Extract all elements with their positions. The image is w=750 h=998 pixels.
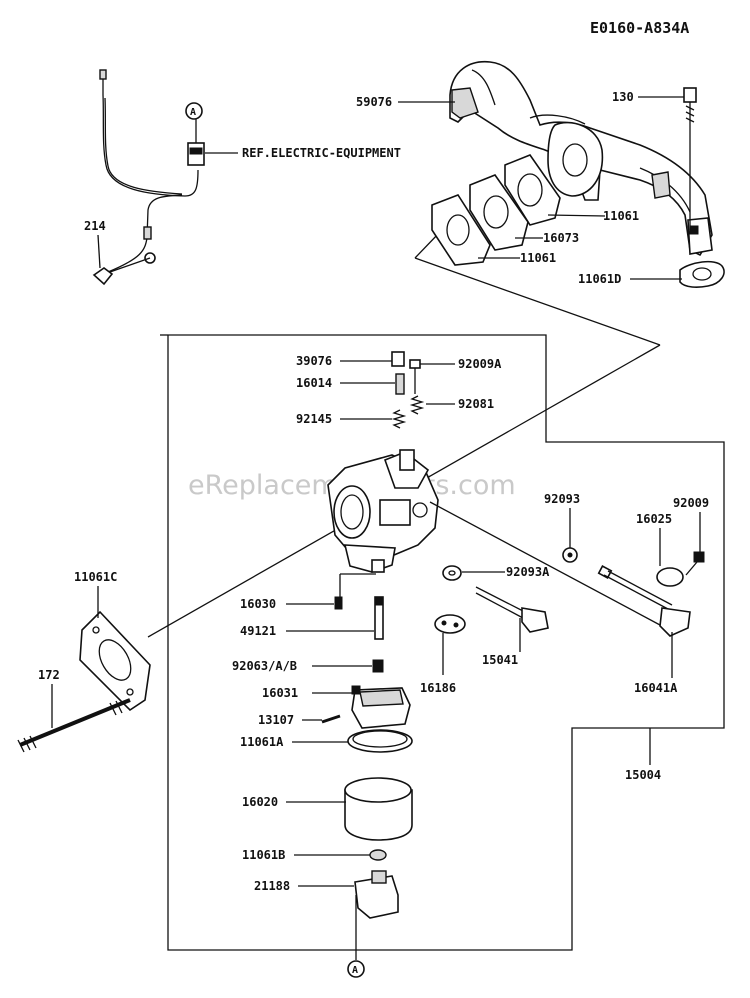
- label-16014: 16014: [296, 376, 332, 390]
- svg-text:A: A: [352, 965, 358, 976]
- gasket-11061D: [679, 260, 725, 288]
- label-11061-lower: 11061: [520, 251, 556, 265]
- label-92093: 92093: [544, 492, 580, 506]
- label-49121: 49121: [240, 624, 276, 638]
- bolt-130: [683, 87, 697, 230]
- label-11061B: 11061B: [242, 848, 285, 862]
- label-16041A: 16041A: [634, 681, 678, 695]
- label-130: 130: [612, 90, 634, 104]
- label-13107: 13107: [258, 713, 294, 727]
- label-21188: 21188: [254, 879, 290, 893]
- manifold-gaskets: [431, 154, 561, 266]
- label-16030: 16030: [240, 597, 276, 611]
- label-16073: 16073: [543, 231, 579, 245]
- carburetor-body: [327, 449, 439, 573]
- label-92081: 92081: [458, 397, 494, 411]
- label-92093A: 92093A: [506, 565, 550, 579]
- choke-plate-16186: [434, 614, 466, 675]
- reference-note: REF.ELECTRIC-EQUIPMENT: [242, 146, 401, 160]
- label-172: 172: [38, 668, 60, 682]
- label-16025: 16025: [636, 512, 672, 526]
- bowl-bolt-21188: [354, 870, 399, 960]
- label-59076: 59076: [356, 95, 392, 109]
- callout-marker-top: A: [185, 102, 203, 120]
- choke-shaft-15041: [475, 586, 549, 652]
- label-92145: 92145: [296, 412, 332, 426]
- label-214: 214: [84, 219, 106, 233]
- stud-172: [17, 698, 131, 753]
- label-16186: 16186: [420, 681, 456, 695]
- label-15004: 15004: [625, 768, 661, 782]
- label-16031: 16031: [262, 686, 298, 700]
- label-92063-A-B: 92063/A/B: [232, 659, 297, 673]
- label-16020: 16020: [242, 795, 278, 809]
- label-15041: 15041: [482, 653, 518, 667]
- float-bowl-16020: [344, 777, 413, 841]
- exhaust-manifold: [449, 60, 713, 257]
- svg-text:A: A: [190, 107, 196, 118]
- float-16031: [351, 685, 411, 729]
- label-11061-upper: 11061: [603, 209, 639, 223]
- wire-harness: [92, 69, 205, 286]
- label-11061C: 11061C: [74, 570, 117, 584]
- assembly-boundary: [147, 231, 725, 951]
- label-39076: 39076: [296, 354, 332, 368]
- label-92009: 92009: [673, 496, 709, 510]
- label-11061D: 11061D: [578, 272, 621, 286]
- label-92009A: 92009A: [458, 357, 502, 371]
- label-11061A: 11061A: [240, 735, 284, 749]
- diagram-code: E0160-A834A: [590, 19, 689, 37]
- callout-marker-bottom: A: [347, 960, 365, 978]
- gasket-11061C: [79, 610, 151, 712]
- throttle-shaft: [429, 501, 691, 637]
